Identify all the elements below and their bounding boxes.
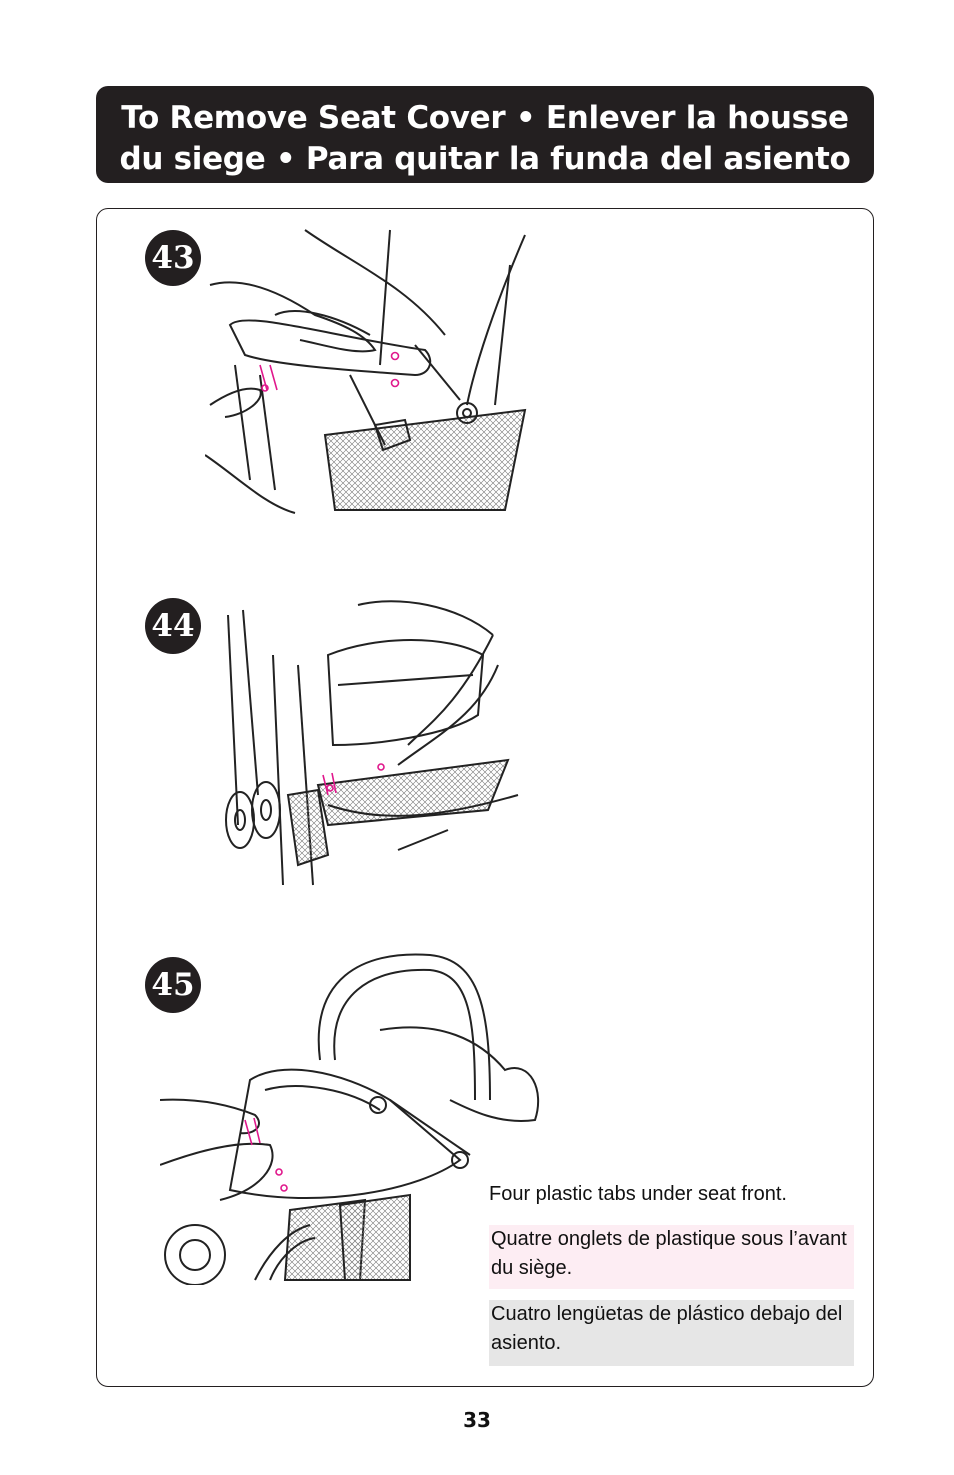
step-43-illustration: [205, 229, 527, 514]
step-45-illustration: [160, 953, 540, 1285]
step-badge-43: 43: [145, 230, 201, 286]
step-44-illustration: [225, 600, 519, 886]
title-line-2: du siege • Para quitar la funda del asie…: [119, 141, 851, 177]
instruction-panel: [96, 208, 874, 1387]
page-number: 33: [463, 1408, 491, 1432]
caption-french: Quatre onglets de plastique sous l’avant…: [489, 1225, 854, 1289]
title-line-1: To Remove Seat Cover • Enlever la housse: [121, 100, 849, 136]
title-banner: To Remove Seat Cover • Enlever la housse…: [96, 86, 874, 183]
caption-spanish: Cuatro lengüetas de plástico debajo del …: [489, 1300, 854, 1366]
step-badge-44: 44: [145, 598, 201, 654]
step-badge-45: 45: [145, 957, 201, 1013]
caption-english: Four plastic tabs under seat front.: [489, 1183, 787, 1205]
